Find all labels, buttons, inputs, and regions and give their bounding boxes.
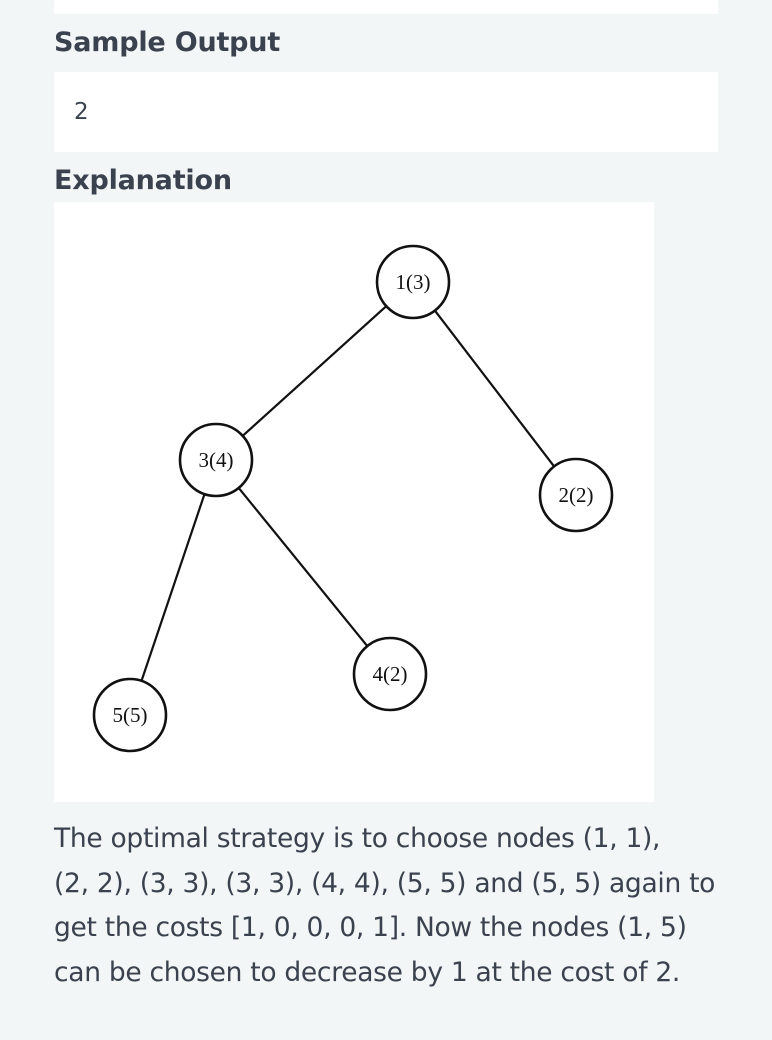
tree-node-label: 3(4) [199, 448, 234, 472]
explanation-line: can be chosen to decrease by 1 at the co… [54, 956, 681, 988]
tree-node-4: 4(2) [352, 636, 428, 712]
tree-node-1: 1(3) [375, 244, 451, 320]
tree-node-circle [538, 457, 614, 533]
tree-edge-3-4 [237, 487, 369, 647]
tree-node-circle [178, 422, 254, 498]
tree-node-3: 3(4) [178, 422, 254, 498]
tree-node-circle [352, 636, 428, 712]
tree-node-circle [375, 244, 451, 320]
sample-output-value: 2 [74, 99, 89, 125]
tree-edge-3-5 [140, 493, 206, 682]
tree-node-circle [92, 677, 168, 753]
tree-edges [140, 305, 555, 682]
tree-edge-1-2 [434, 309, 555, 468]
tree-node-label: 2(2) [559, 483, 594, 507]
tree-node-5: 5(5) [92, 677, 168, 753]
sample-input-box-bottom [54, 0, 718, 14]
tree-diagram-svg: 1(3) 2(2) 3(4) 4(2) 5(5) [92, 244, 614, 753]
tree-edge-1-3 [241, 305, 388, 437]
explanation-line: get the costs [1, 0, 0, 0, 1]. Now the n… [54, 912, 687, 943]
tree-node-2: 2(2) [538, 457, 614, 533]
explanation-text: The optimal strategy is to choose nodes … [54, 817, 718, 995]
tree-diagram: 1(3) 2(2) 3(4) 4(2) 5(5) [54, 202, 654, 802]
explanation-line: The optimal strategy is to choose nodes … [54, 823, 661, 854]
tree-node-label: 4(2) [373, 662, 408, 686]
explanation-heading: Explanation [54, 165, 232, 196]
explanation-line: (2, 2), (3, 3), (3, 3), (4, 4), (5, 5) a… [54, 867, 716, 899]
tree-nodes: 1(3) 2(2) 3(4) 4(2) 5(5) [92, 244, 614, 753]
sample-output-heading: Sample Output [54, 27, 281, 58]
sample-output-box: 2 [54, 72, 718, 152]
tree-node-label: 5(5) [113, 703, 148, 727]
tree-node-label: 1(3) [396, 270, 431, 294]
